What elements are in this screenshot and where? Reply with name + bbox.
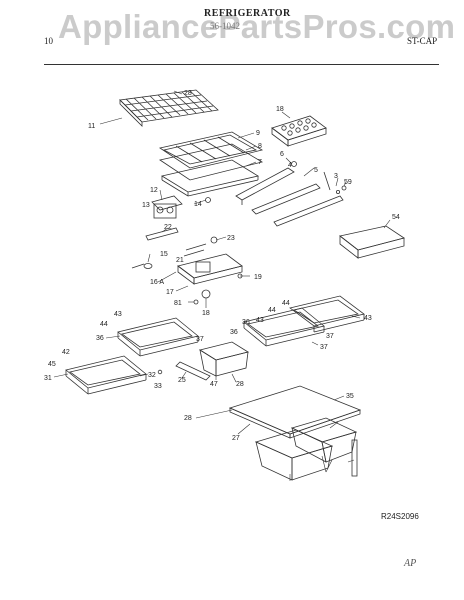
control-assembly-part bbox=[145, 195, 211, 241]
callout-label: 43 bbox=[364, 315, 372, 322]
callout-label: 19 bbox=[254, 274, 262, 281]
leader-lines bbox=[53, 90, 391, 481]
corner-mark: AP bbox=[404, 558, 417, 569]
callout-label: 45 bbox=[48, 361, 56, 368]
callout-label: 33 bbox=[154, 383, 162, 390]
callout-label: 17 bbox=[166, 289, 174, 296]
callout-label: 31 bbox=[44, 375, 52, 382]
cantilever-shelf-part bbox=[65, 355, 147, 395]
diagram-reference-code: R24S2096 bbox=[381, 512, 419, 521]
callout-label: 43 bbox=[256, 317, 264, 324]
watermark: AppliancePartsPros.com bbox=[58, 8, 456, 45]
callout-label: 37 bbox=[326, 333, 334, 340]
callout-label: 12 bbox=[150, 187, 158, 194]
callout-label: 37 bbox=[196, 336, 204, 343]
callout-label: 13 bbox=[142, 202, 150, 209]
callout-label: 44 bbox=[100, 321, 108, 328]
callout-label: 47 bbox=[210, 381, 218, 388]
callout-label: 36 bbox=[242, 319, 250, 326]
callout-label: 21 bbox=[176, 257, 184, 264]
callout-label: 28 bbox=[184, 415, 192, 422]
callout-label: 42 bbox=[62, 349, 70, 356]
wire-shelf-part bbox=[119, 89, 219, 127]
callout-label: 7 bbox=[258, 159, 262, 166]
page-number: 10 bbox=[44, 36, 53, 46]
model-number: 56-1042 bbox=[210, 21, 240, 31]
cantilever-shelf-part bbox=[117, 317, 199, 357]
crisper-drawer-part bbox=[254, 417, 358, 481]
dairy-bin-part bbox=[339, 225, 405, 259]
callout-label: 4 bbox=[288, 162, 292, 169]
callout-label: 9 bbox=[256, 130, 260, 137]
callout-label: 23 bbox=[227, 235, 235, 242]
callout-label: 32 bbox=[148, 372, 156, 379]
callout-label: 8 bbox=[258, 143, 262, 150]
callout-label: 5 bbox=[314, 167, 318, 174]
callout-label: 44 bbox=[268, 307, 276, 314]
meat-drawer-part bbox=[157, 341, 250, 381]
cantilever-shelf-part bbox=[243, 295, 365, 347]
egg-tray-part bbox=[271, 115, 327, 147]
callout-labels: 28 11 18 9 8 7 6 4 5 3 59 12 13 14 22 23… bbox=[44, 90, 400, 442]
callout-label: 43 bbox=[114, 311, 122, 318]
damper-control-part bbox=[131, 236, 243, 305]
diagram-title: REFRIGERATOR bbox=[204, 8, 291, 19]
callout-label: 27 bbox=[232, 435, 240, 442]
callout-label: 6 bbox=[280, 151, 284, 158]
callout-label: 35 bbox=[346, 393, 354, 400]
callout-label: 18 bbox=[202, 310, 210, 317]
callout-label: 25 bbox=[178, 377, 186, 384]
callout-label: 36 bbox=[230, 329, 238, 336]
callout-label: 36 bbox=[96, 335, 104, 342]
callout-label: 37 bbox=[320, 344, 328, 351]
callout-label: 59 bbox=[344, 179, 352, 186]
callout-label: 18 bbox=[276, 106, 284, 113]
callout-label: 28 bbox=[236, 381, 244, 388]
callout-label: 11 bbox=[88, 123, 95, 130]
section-code: ST-CAP bbox=[407, 36, 438, 46]
callout-label: 81 bbox=[174, 300, 182, 307]
callout-label: 16 A bbox=[150, 279, 164, 286]
callout-label: 28 bbox=[184, 90, 192, 97]
callout-label: 3 bbox=[334, 173, 338, 180]
shelf-support-part bbox=[235, 161, 347, 227]
callout-label: 54 bbox=[392, 214, 400, 221]
callout-label: 44 bbox=[282, 300, 290, 307]
glass-shelf-part bbox=[158, 131, 264, 197]
callout-label: 15 bbox=[160, 251, 168, 258]
callout-label: 14 bbox=[194, 201, 202, 208]
callout-label: 22 bbox=[164, 224, 172, 231]
header-rule bbox=[44, 64, 439, 65]
